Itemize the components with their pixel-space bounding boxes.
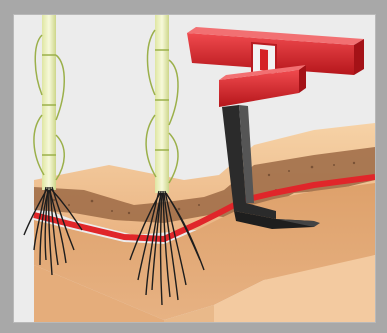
soil-profile-icon xyxy=(34,123,375,322)
subsoiling-diagram xyxy=(14,15,375,322)
corn-stalk-icon xyxy=(34,15,64,190)
corn-stalk-icon xyxy=(146,15,178,193)
illustration-panel xyxy=(13,14,376,323)
